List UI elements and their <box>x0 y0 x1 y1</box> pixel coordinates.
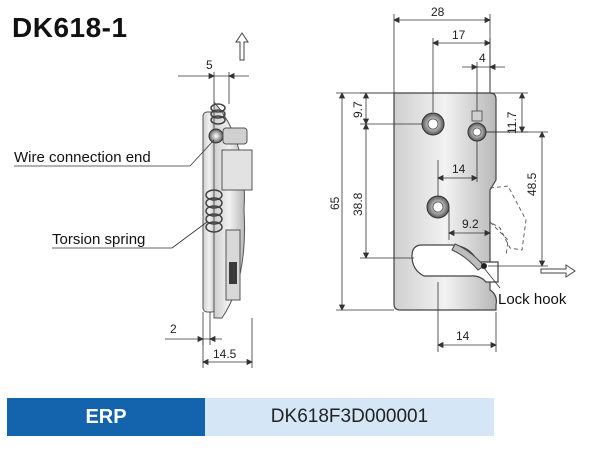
lock-hook-leader <box>483 267 501 289</box>
dim-5-label: 5 <box>206 58 213 72</box>
dim-5 <box>178 72 249 104</box>
dim-48-5 <box>486 131 548 267</box>
dim-65-label: 65 <box>328 196 342 210</box>
up-arrow-icon <box>235 32 249 61</box>
technical-drawing: 5 2 14.5 Wire connection end Torsion spr… <box>14 5 576 368</box>
erp-bar: ERP DK618F3D000001 <box>7 398 494 436</box>
right-arrow-icon <box>540 264 576 278</box>
dim-14-5 <box>202 318 253 368</box>
dim-9-2-label: 9.2 <box>462 217 479 231</box>
dim-14-lower <box>437 282 497 352</box>
torsion-spring-coils <box>205 189 223 233</box>
dim-2 <box>165 312 222 345</box>
dim-17-label: 17 <box>452 28 466 42</box>
spring-callout-leader <box>52 221 208 249</box>
dim-28-label: 28 <box>431 5 445 19</box>
dim-9-7-label: 9.7 <box>351 101 365 118</box>
dim-4 <box>462 62 505 111</box>
dim-4-label: 4 <box>479 51 486 65</box>
dim-38-8-label: 38.8 <box>351 192 365 216</box>
dim-14-lower-label: 14 <box>456 329 470 343</box>
dim-14-upper <box>437 141 478 196</box>
dim-38-8 <box>360 123 414 259</box>
torsion-spring-label: Torsion spring <box>52 231 145 248</box>
lock-hook-label: Lock hook <box>498 291 567 308</box>
dim-9-2 <box>448 207 491 240</box>
dim-28 <box>393 14 491 93</box>
dim-11-7-label: 11.7 <box>505 111 519 134</box>
side-view: 5 2 14.5 Wire connection end Torsion spr… <box>14 32 253 368</box>
dim-48-5-label: 48.5 <box>525 172 539 196</box>
dim-14-upper-label: 14 <box>452 162 466 176</box>
front-view: 28 17 4 9.7 <box>328 5 576 352</box>
dim-14-5-label: 14.5 <box>213 347 237 361</box>
wire-connection-label: Wire connection end <box>14 149 151 166</box>
wire-callout-leader <box>14 139 215 167</box>
erp-code: DK618F3D000001 <box>205 398 494 436</box>
dim-2-label: 2 <box>170 322 177 336</box>
dim-65 <box>336 92 394 311</box>
page-title: DK618-1 <box>12 12 128 43</box>
erp-label: ERP <box>7 398 205 436</box>
top-spring-coils <box>210 103 226 125</box>
